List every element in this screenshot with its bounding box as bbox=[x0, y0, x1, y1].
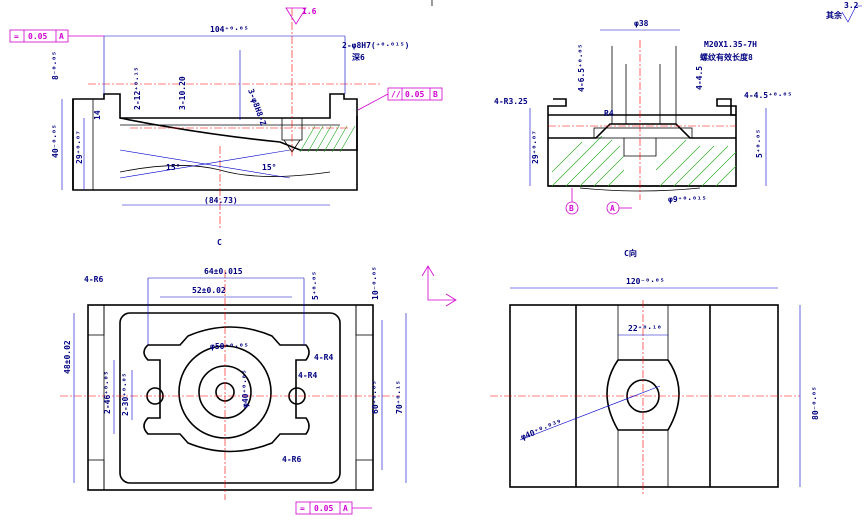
dim-height-8: 8⁻⁰·⁰⁵ bbox=[51, 51, 60, 80]
side-w45b: 4-4.5⁺⁰·⁰⁵ bbox=[744, 91, 792, 100]
datum-a: A bbox=[610, 204, 615, 213]
side-h29: 29⁺⁰·⁰⁷ bbox=[531, 130, 540, 164]
c-view-w120: 120⁻⁰·⁰⁵ bbox=[626, 277, 665, 286]
flatness-frame: = 0.05 A bbox=[9, 29, 104, 43]
side-w65: 4-6.5⁺⁰·⁰⁵ bbox=[577, 44, 586, 92]
top-w46: 2-46⁺⁰·⁰⁵ bbox=[103, 371, 112, 414]
top-flatness-tol: 0.05 bbox=[314, 504, 333, 513]
dim-angle-left: 15° bbox=[166, 163, 180, 172]
roughness-symbol-icon bbox=[841, 5, 862, 23]
view-c-arrow-label: C bbox=[217, 238, 222, 247]
side-thread: M20X1.35-7H bbox=[704, 40, 757, 49]
dim-hole-depth: 深6 bbox=[352, 52, 365, 62]
dim-height-29: 29⁺⁰·⁰⁷ bbox=[75, 130, 84, 164]
side-section-hatch bbox=[551, 135, 737, 187]
roughness-value: 3.2 bbox=[844, 1, 859, 10]
top-w30: 2-30⁺⁰·⁰⁵ bbox=[121, 373, 130, 416]
side-dia-38: φ38 bbox=[634, 19, 649, 28]
top-r4a: 4-R4 bbox=[314, 353, 333, 362]
c-view-h80: 80⁻⁰·⁰⁵ bbox=[811, 386, 820, 420]
top-r6b: 4-R6 bbox=[282, 455, 301, 464]
top-view: 4-R6 64±0.015 52±0.02 48±0.02 φ50⁺⁰·⁰⁵ φ… bbox=[60, 265, 457, 515]
dim-small-14: 14 bbox=[93, 110, 102, 120]
side-view: φ38 M20X1.35-7H 螺纹有效长度8 4-R3.25 4-6.5⁺⁰·… bbox=[494, 19, 792, 215]
top-h48: 48±0.02 bbox=[63, 340, 72, 374]
parallel-tol: 0.05 bbox=[405, 90, 424, 99]
dim-hole-note: 2-φ8H7(⁺⁰·⁰¹⁵) bbox=[342, 41, 409, 50]
dim-bottom-length: (84.73) bbox=[204, 196, 238, 205]
top-flatness-ref: A bbox=[343, 504, 348, 513]
top-h60: 60⁺⁰·⁰⁵ bbox=[371, 380, 380, 414]
side-thread-note: 螺纹有效长度8 bbox=[700, 52, 753, 62]
side-h5: 5⁺⁰·⁰⁵ bbox=[755, 129, 764, 158]
top-dia40: φ40⁺⁰·⁰⁵ bbox=[241, 369, 250, 408]
top-w10: 10⁻⁰·⁰⁵ bbox=[371, 266, 380, 300]
roughness-tick: 1.6 bbox=[302, 7, 317, 16]
top-w5: 5⁺⁰·⁰⁵ bbox=[311, 271, 320, 300]
section-hatch bbox=[299, 125, 356, 153]
side-w45: 4-4.5 bbox=[695, 66, 704, 90]
flatness-ref: A bbox=[59, 32, 64, 41]
parallel-ref: B bbox=[433, 90, 438, 99]
svg-text:=: = bbox=[300, 504, 305, 513]
side-dia9: φ9⁺⁰·⁰¹⁵ bbox=[668, 195, 707, 204]
c-view-w22: 22⁺⁰·¹⁰ bbox=[628, 324, 662, 333]
top-dia50: φ50⁺⁰·⁰⁵ bbox=[210, 342, 249, 351]
orientation-arrow-icon bbox=[427, 266, 456, 301]
top-flatness-frame: = 0.05 A bbox=[295, 501, 372, 515]
dim-slot-12: 2-12⁺⁰·¹⁵ bbox=[133, 67, 142, 110]
dim-width-104: 104⁺⁰·⁰⁵ bbox=[210, 25, 249, 34]
flatness-tol: 0.05 bbox=[28, 32, 47, 41]
svg-text:=: = bbox=[14, 32, 19, 41]
datum-b: B bbox=[569, 204, 574, 213]
top-r4b: 4-R4 bbox=[298, 371, 317, 380]
parallel-frame: // 0.05 B bbox=[357, 87, 443, 111]
dim-slot-3: 3-10.20 bbox=[178, 76, 187, 110]
dim-height-40: 40⁻⁰·⁰⁵ bbox=[51, 124, 60, 158]
top-r6: 4-R6 bbox=[84, 275, 103, 284]
c-view-dia40: φ40⁺⁰·⁰³⁹ bbox=[519, 418, 563, 442]
front-view: 104⁺⁰·⁰⁵ 8⁻⁰·⁰⁵ 40⁻⁰·⁰⁵ 29⁺⁰·⁰⁷ 2-φ8H7(⁺… bbox=[9, 7, 443, 247]
side-r325: 4-R3.25 bbox=[494, 97, 528, 106]
dim-rotated-note: 3-φ8H8-Z bbox=[246, 88, 268, 127]
dim-angle-right: 15° bbox=[262, 163, 276, 172]
c-view-title: C向 bbox=[624, 248, 637, 258]
top-w52: 52±0.02 bbox=[192, 286, 226, 295]
c-view: C向 120⁻⁰·⁰⁵ 80⁻⁰·⁰⁵ 22⁺⁰·¹⁰ φ40⁺⁰·⁰³⁹ bbox=[490, 248, 820, 495]
svg-text://: // bbox=[391, 90, 401, 99]
surface-note: 其余 bbox=[826, 10, 843, 20]
top-h70: 70⁺⁰·¹⁵ bbox=[395, 380, 404, 414]
top-w64: 64±0.015 bbox=[204, 267, 243, 276]
side-r4: R4 bbox=[604, 109, 614, 118]
